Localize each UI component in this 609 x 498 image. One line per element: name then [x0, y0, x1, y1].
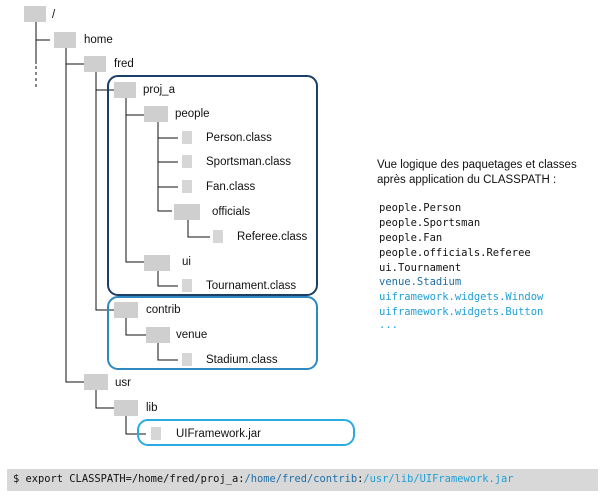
folder-icon [146, 327, 170, 343]
folder-label-fred: fred [114, 58, 134, 70]
file-icon [182, 131, 192, 144]
command-prefix: $ export CLASSPATH= [13, 473, 132, 485]
proj-a-outline [107, 75, 318, 296]
classpath-proj-a: /home/fred/proj_a [131, 473, 239, 485]
package-item: people.Person [379, 202, 462, 214]
file-label-uiframework: UIFramework.jar [176, 428, 261, 440]
folder-icon [174, 204, 200, 220]
logical-view-caption: Vue logique des paquetages et classes ap… [377, 158, 607, 188]
folder-label-ui: ui [182, 256, 191, 268]
folder-label-lib: lib [146, 402, 158, 414]
folder-label-proj-a: proj_a [143, 84, 175, 96]
folder-label-home: home [84, 34, 113, 46]
package-item: venue.Stadium [379, 276, 462, 288]
file-icon [182, 155, 192, 168]
package-item: uiframework.widgets.Button [379, 306, 544, 318]
file-label-sportsman: Sportsman.class [206, 156, 292, 168]
file-label-person: Person.class [206, 132, 272, 144]
file-label-tournament: Tournament.class [206, 280, 297, 292]
contrib-outline [107, 296, 318, 370]
file-icon [182, 180, 192, 193]
folder-label-officials: officials [212, 206, 251, 218]
package-item: people.Sportsman [379, 217, 481, 229]
package-item: people.Fan [379, 232, 443, 244]
package-item: uiframework.widgets.Window [379, 291, 544, 303]
folder-label-people: people [175, 108, 210, 120]
file-icon [213, 230, 223, 243]
folder-icons [24, 6, 200, 416]
folder-label-root: / [52, 9, 56, 21]
classpath-separator: : [238, 473, 245, 485]
folder-icon [114, 302, 138, 318]
classpath-uiframework: /usr/lib/UIFramework.jar [363, 473, 514, 485]
folder-label-venue: venue [176, 329, 208, 341]
folder-label-usr: usr [115, 377, 131, 389]
folder-icon [144, 106, 168, 122]
file-icons [151, 131, 223, 440]
uiframework-outline [137, 419, 355, 446]
folder-icon [84, 56, 106, 72]
package-item: people.officials.Referee [379, 247, 531, 259]
classpath-contrib: /home/fred/contrib [244, 473, 358, 485]
file-icon [182, 279, 192, 292]
folder-icon [114, 400, 138, 416]
file-icon [182, 353, 192, 366]
folder-icon [144, 255, 170, 271]
export-command-bar: $ export CLASSPATH=/home/fred/proj_a:/ho… [7, 469, 598, 491]
caption-line-2: après application du CLASSPATH : [377, 174, 557, 186]
caption-line-1: Vue logique des paquetages et classes [377, 159, 577, 171]
folder-icon [114, 82, 136, 98]
package-item: ... [379, 319, 398, 331]
folder-icon [84, 374, 108, 390]
classpath-separator: : [357, 473, 364, 485]
file-label-fan: Fan.class [206, 181, 256, 193]
file-label-stadium: Stadium.class [206, 354, 278, 366]
package-item: ui.Tournament [379, 262, 462, 274]
file-icon [151, 427, 161, 440]
folder-label-contrib: contrib [146, 304, 181, 316]
folder-icon [24, 6, 46, 22]
file-label-referee: Referee.class [237, 231, 308, 243]
folder-icon [54, 32, 76, 48]
